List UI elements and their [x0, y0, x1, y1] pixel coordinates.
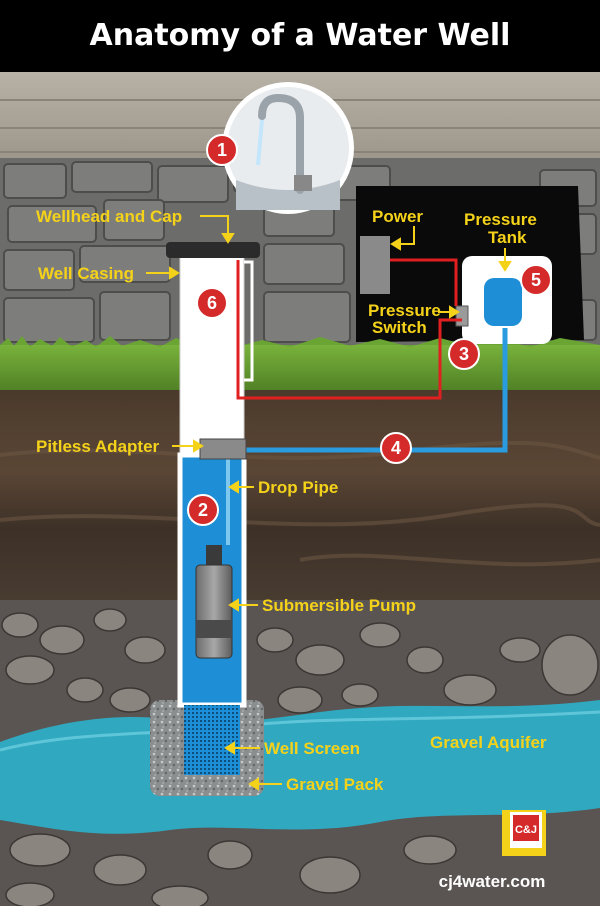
well-casing	[179, 249, 245, 456]
label-gravel-aquifer: Gravel Aquifer	[430, 733, 547, 752]
power-box	[360, 236, 390, 294]
label-gravel-pack: Gravel Pack	[286, 775, 384, 794]
label-pitless-adapter: Pitless Adapter	[36, 437, 160, 456]
svg-text:5: 5	[531, 270, 541, 290]
marker-4: 4	[380, 432, 412, 464]
label-wellhead: Wellhead and Cap	[36, 207, 182, 226]
labels: Wellhead and Cap Well Casing Pitless Ada…	[36, 207, 547, 794]
marker-3: 3	[448, 338, 480, 370]
submersible-pump	[195, 545, 233, 659]
grass	[0, 336, 600, 393]
well-screen	[184, 705, 240, 775]
svg-text:6: 6	[207, 293, 217, 313]
label-power: Power	[372, 207, 423, 226]
soil-strata	[0, 440, 600, 567]
page-title: Anatomy of a Water Well	[0, 0, 600, 72]
label-well-screen: Well Screen	[264, 739, 360, 758]
wellhead-cap	[166, 242, 260, 258]
marker-6: 6	[196, 287, 228, 319]
electric-wire	[236, 258, 462, 400]
soil-layer	[0, 390, 600, 620]
pressure-switch	[455, 305, 469, 327]
number-markers: 1 2 3 4 5 6	[187, 134, 552, 526]
svg-text:4: 4	[391, 438, 401, 458]
label-submersible-pump: Submersible Pump	[262, 596, 416, 615]
faucet-inset	[222, 82, 354, 214]
website-url: cj4water.com	[439, 872, 546, 891]
pitless-adapter	[199, 438, 247, 460]
label-drop-pipe: Drop Pipe	[258, 478, 338, 497]
svg-text:2: 2	[198, 500, 208, 520]
label-well-casing: Well Casing	[38, 264, 134, 283]
svg-text:1: 1	[217, 140, 227, 160]
cj-logo: C&J	[502, 810, 546, 856]
marker-1: 1	[206, 134, 238, 166]
svg-text:3: 3	[459, 344, 469, 364]
logo-mark: C&J	[515, 824, 537, 836]
rock-layer	[0, 600, 600, 906]
marker-5: 5	[520, 264, 552, 296]
marker-2: 2	[187, 494, 219, 526]
water-line	[246, 328, 508, 453]
leader-lines	[146, 215, 512, 791]
